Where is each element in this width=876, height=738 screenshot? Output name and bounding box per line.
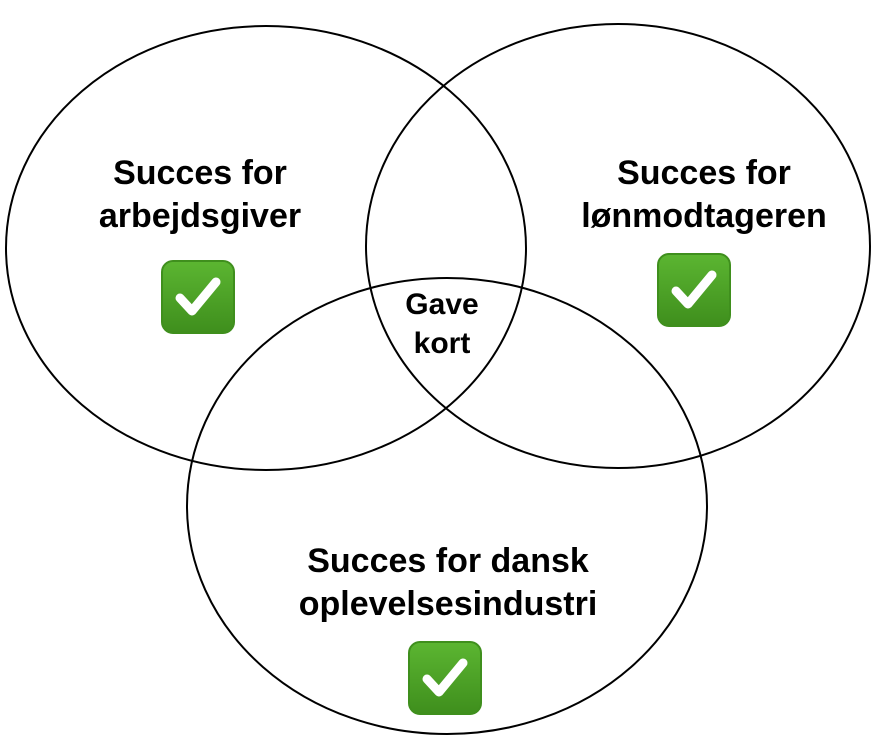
white-check-mark-icon (161, 260, 235, 334)
label-center-gavekort: Gave kort (387, 285, 497, 363)
label-oplevelsesindustri: Succes for dansk oplevelsesindustri (268, 540, 628, 625)
label-arbejdsgiver-line-2: arbejdsgiver (98, 196, 302, 235)
label-lonmodtageren-line-1: Succes for (617, 154, 791, 192)
label-oplevelsesindustri-line-1: Succes for dansk (307, 542, 589, 580)
check-mark-glyph (175, 277, 221, 316)
label-lonmodtageren: Succes for lønmodtageren (554, 152, 854, 237)
circle-arbejdsgiver (5, 25, 527, 471)
circle-oplevelsesindustri (186, 277, 708, 735)
label-center-line-2: kort (413, 327, 471, 360)
check-mark-glyph (671, 270, 717, 309)
circle-lonmodtageren (365, 23, 871, 469)
white-check-mark-icon (408, 641, 482, 715)
label-oplevelsesindustri-line-2: oplevelsesindustri (298, 584, 598, 623)
check-mark-glyph (422, 658, 468, 697)
label-lonmodtageren-line-2: lønmodtageren (581, 196, 827, 235)
white-check-mark-icon (657, 253, 731, 327)
label-arbejdsgiver-line-1: Succes for (113, 154, 287, 192)
label-center-line-1: Gave (405, 288, 479, 321)
label-arbejdsgiver: Succes for arbejdsgiver (80, 152, 320, 237)
